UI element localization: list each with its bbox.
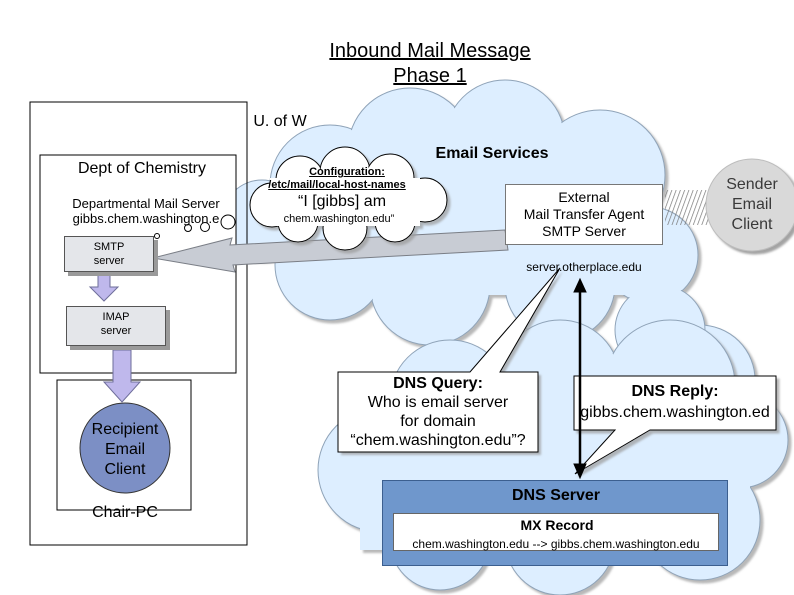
dns-server-title: DNS Server	[511, 487, 601, 504]
recipient-line-1: Recipient	[91, 421, 159, 438]
mx-record-box: MX Record	[393, 513, 719, 551]
dept-server-line-2: gibbs.chem.washington.e	[72, 211, 220, 226]
config-line-1: Configuration:	[309, 166, 385, 178]
configuration-cloud	[249, 146, 448, 251]
config-line-2: /etc/mail/local-host-names	[268, 179, 406, 191]
dns-query-line-2: Who is email server	[367, 394, 509, 411]
config-line-3: “I [gibbs] am	[297, 193, 387, 210]
sender-client-circle	[705, 158, 794, 252]
mx-record-value: chem.washington.edu --> gibbs.chem.washi…	[412, 537, 700, 551]
mta-line-2: Mail Transfer Agent	[523, 206, 645, 222]
sender-client-label: Sender Email Client	[712, 175, 792, 235]
smtp-to-imap-arrow	[88, 273, 120, 302]
chemistry-label: Dept of Chemistry	[77, 160, 207, 177]
dept-server-label: Departmental Mail Server gibbs.chem.wash…	[58, 196, 234, 226]
imap-server-box: IMAP server	[66, 306, 166, 346]
dns-query-line-1: DNS Query:	[393, 375, 483, 392]
dns-server-box: DNS Server MX Record chem.washington.edu…	[382, 480, 728, 566]
dns-query-bubble-outline	[337, 267, 561, 453]
recipient-line-3: Client	[104, 461, 146, 478]
sender-line-2: Email	[731, 196, 772, 213]
dept-server-line-1: Departmental Mail Server	[72, 196, 220, 211]
university-label: U. of W	[253, 113, 307, 130]
imap-to-client-arrow	[102, 349, 142, 403]
recipient-line-2: Email	[104, 441, 145, 458]
thought-bubbles	[154, 214, 236, 239]
email-services-label: Email Services	[435, 145, 549, 162]
dns-query-line-4: “chem.washington.edu”?	[350, 432, 526, 449]
imap-line-1: IMAP	[102, 311, 130, 323]
smtp-line-1: SMTP	[93, 241, 125, 253]
config-line-4: chem.washington.edu”	[283, 213, 395, 225]
mta-host-label: server.otherplace.edu	[526, 260, 642, 274]
smtp-delivery-arrow	[152, 229, 509, 273]
chair-pc-label: Chair-PC	[92, 504, 158, 521]
sender-line-3: Client	[731, 216, 773, 233]
dns-reply-line-2: gibbs.chem.washington.ed	[580, 404, 770, 421]
dns-query-text: DNS Query: Who is email server for domai…	[338, 374, 538, 450]
external-mta-box: External Mail Transfer Agent SMTP Server	[505, 184, 663, 245]
smtp-line-2: server	[93, 255, 125, 267]
smtp-server-box: SMTP server	[64, 236, 154, 272]
recipient-client-label: Recipient Email Client	[80, 420, 170, 480]
imap-line-2: server	[100, 325, 132, 337]
sender-link-hatch	[665, 190, 710, 225]
title-line-2: Phase 1	[393, 65, 467, 87]
mx-record-title: MX Record	[520, 517, 594, 533]
mta-line-3: SMTP Server	[542, 223, 626, 239]
university-boundary	[29, 101, 248, 546]
mta-line-1: External	[558, 189, 610, 205]
dns-query-line-3: for domain	[400, 413, 476, 430]
title-line-1: Inbound Mail Message	[329, 40, 531, 62]
dns-reply-text: DNS Reply: gibbs.chem.washington.ed	[574, 381, 776, 423]
mta-dns-arrow	[573, 277, 587, 480]
sender-line-1: Sender	[726, 176, 778, 193]
dns-reply-line-1: DNS Reply:	[631, 383, 719, 400]
recipient-client-circle	[79, 402, 171, 494]
